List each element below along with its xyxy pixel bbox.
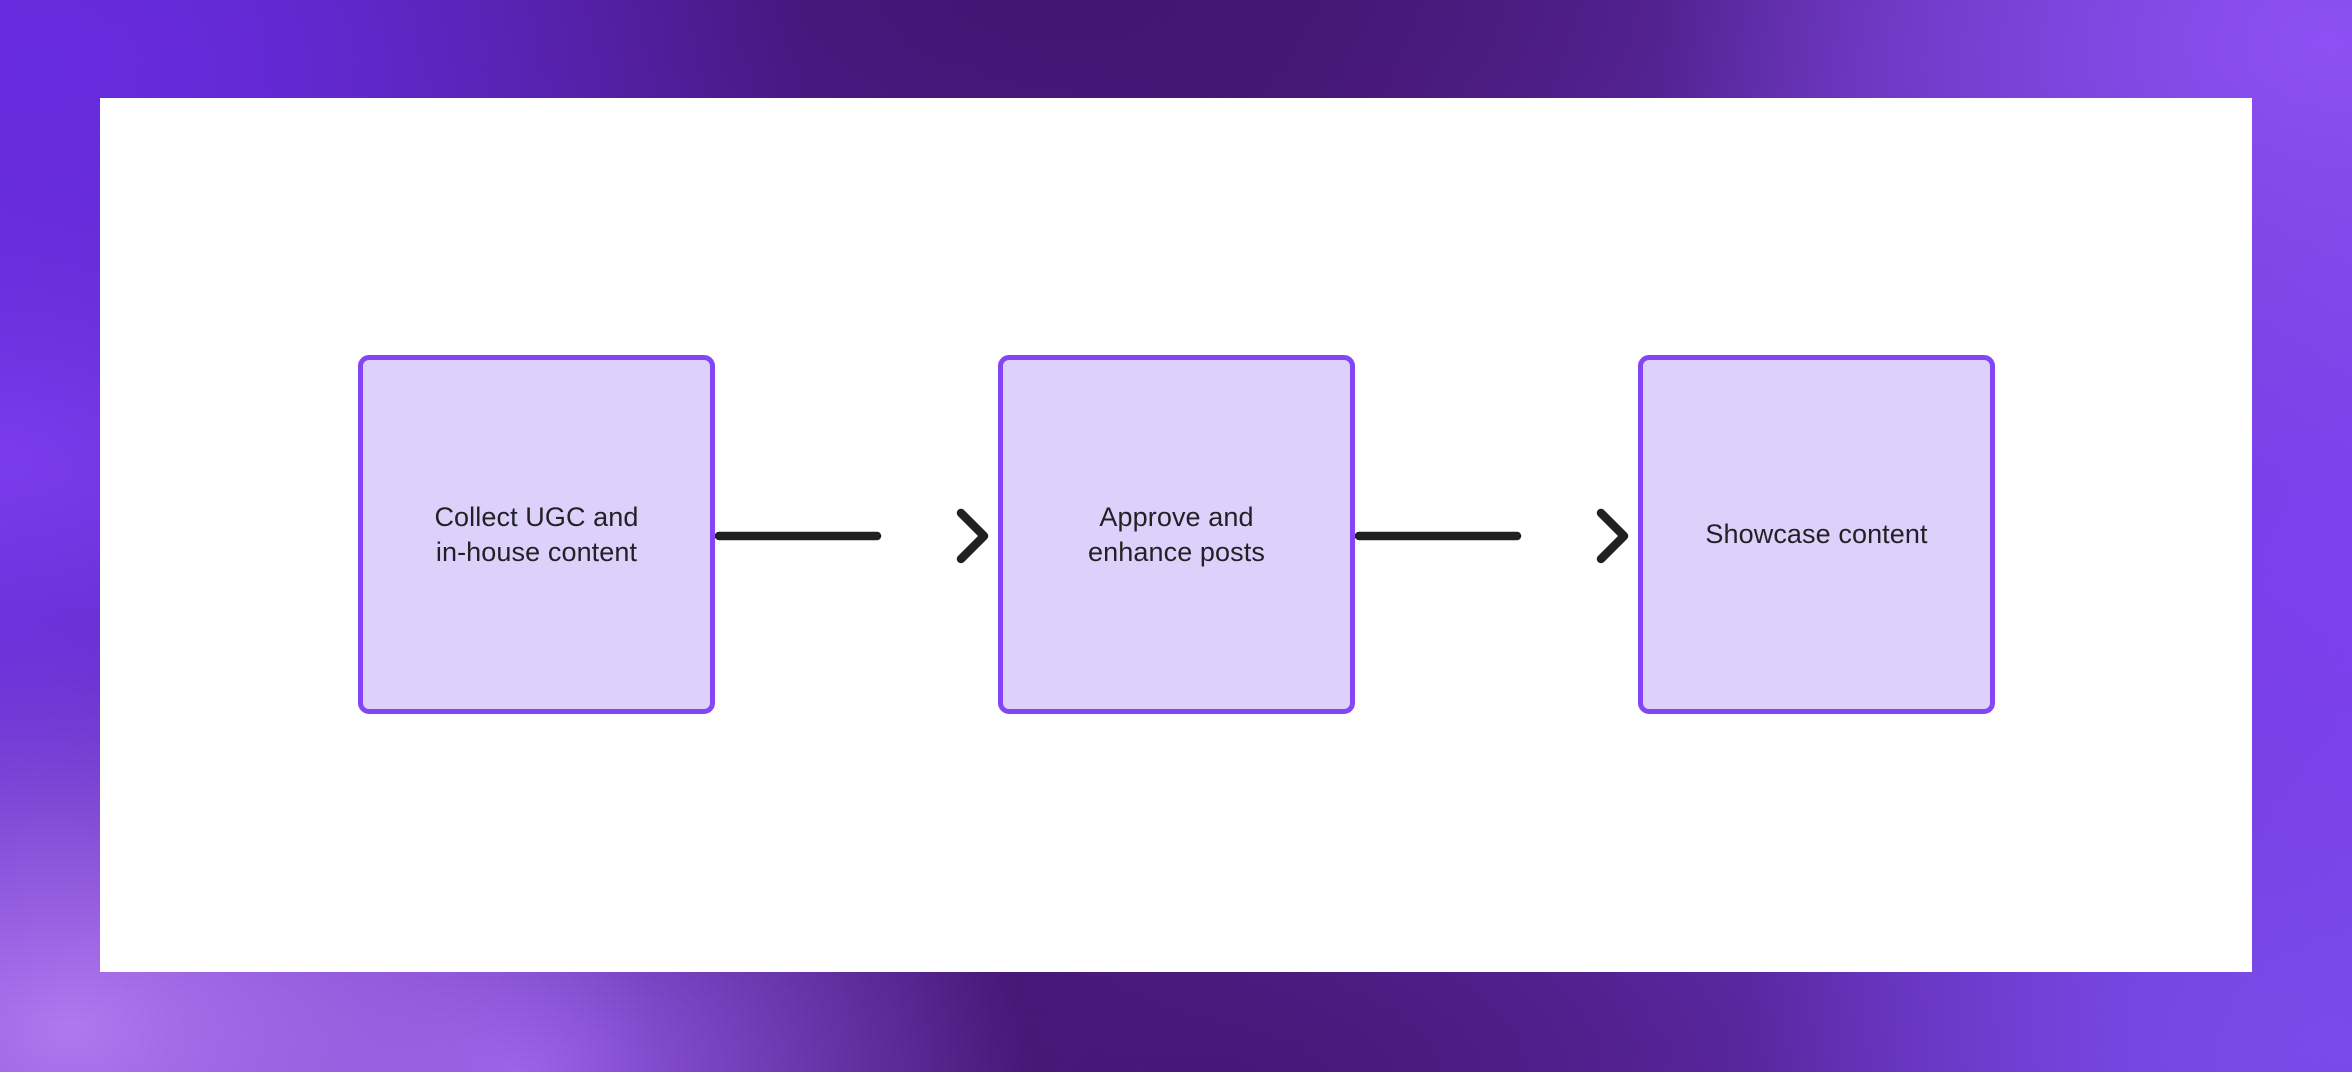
flow-node-label: Approve and enhance posts: [1088, 501, 1265, 567]
arrow-right-icon: [1354, 508, 1629, 564]
flow-node-collect-ugc[interactable]: Collect UGC and in-house content: [358, 355, 715, 714]
flow-node-label: Showcase content: [1705, 519, 1928, 550]
flow-arrow-1: [714, 491, 1005, 581]
arrow-right-icon: [714, 508, 989, 564]
flowchart: Collect UGC and in-house content Approve…: [100, 98, 2252, 972]
flow-node-approve-enhance[interactable]: Approve and enhance posts: [998, 355, 1355, 714]
flow-node-label: Collect UGC and in-house content: [434, 501, 639, 567]
diagram-canvas-card: Collect UGC and in-house content Approve…: [100, 98, 2252, 972]
flow-node-showcase-content[interactable]: Showcase content: [1638, 355, 1995, 714]
flow-arrow-2: [1354, 491, 1645, 581]
